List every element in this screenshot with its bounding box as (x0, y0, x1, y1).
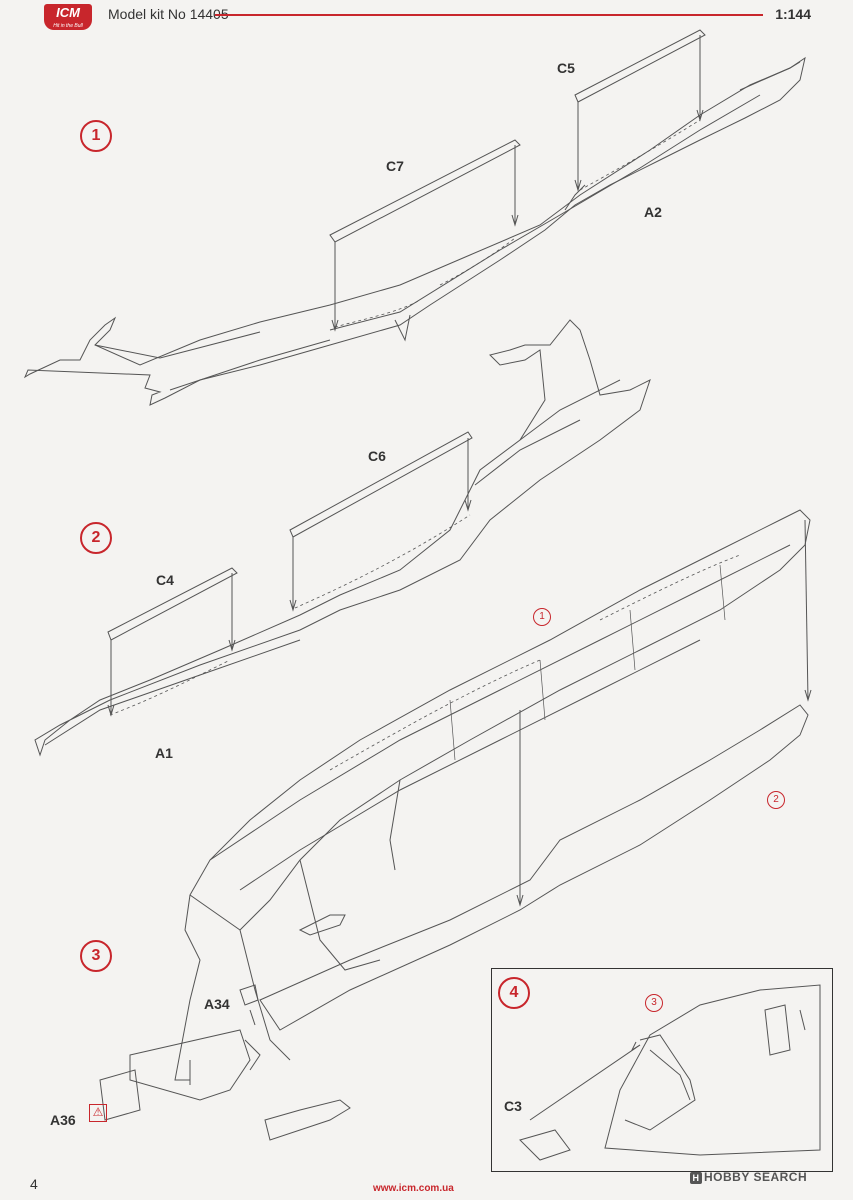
window-row-a1 (109, 514, 471, 716)
part-label-c6: C6 (368, 448, 386, 464)
part-label-c3: C3 (504, 1098, 522, 1114)
part-label-c4: C4 (156, 572, 174, 588)
window-insert-c4 (107, 567, 238, 717)
logo-text: ICM (56, 5, 80, 20)
sub-ref-3: 3 (645, 994, 663, 1012)
part-label-a34: A34 (204, 996, 230, 1012)
fuselage-half-a1 (34, 319, 651, 757)
part-label-a1: A1 (155, 745, 173, 761)
step-4-marker: 4 (498, 977, 530, 1009)
window-row-step3 (329, 554, 741, 771)
page-header: ICM Hit in the Bull Model kit No 14405 1… (0, 0, 853, 40)
sub-ref-1: 1 (533, 608, 551, 626)
glue-warning-icon: ⚠ (89, 1104, 107, 1122)
step-4-inset: 4 (491, 968, 833, 1172)
part-a34-drawing (239, 984, 259, 1026)
logo-tagline: Hit in the Bull (53, 23, 83, 29)
step-3-marker: 3 (80, 940, 112, 972)
window-row-a2 (334, 119, 701, 328)
footer-url: www.icm.com.ua (373, 1183, 454, 1194)
lower-half-step3 (259, 519, 812, 1031)
cockpit-detail (519, 984, 821, 1161)
sub-ref-2: 2 (767, 791, 785, 809)
icm-logo: ICM Hit in the Bull (44, 4, 92, 30)
assembled-fuselage (174, 509, 811, 1081)
kit-title: Model kit No 14405 (108, 6, 229, 22)
step-2-marker: 2 (80, 522, 112, 554)
tail-section (99, 1029, 351, 1141)
watermark-text: HOBBY SEARCH (704, 1170, 808, 1184)
step-1-marker: 1 (80, 120, 112, 152)
header-rule (215, 14, 763, 16)
part-label-c7: C7 (386, 158, 404, 174)
part-label-a2: A2 (644, 204, 662, 220)
hobby-search-icon: H (690, 1172, 702, 1184)
window-insert-c5 (574, 29, 706, 192)
window-insert-c7 (329, 139, 521, 332)
page-number: 4 (30, 1176, 38, 1192)
window-insert-c6 (289, 431, 473, 612)
engine-nacelle (298, 914, 346, 936)
part-label-c5: C5 (557, 60, 575, 76)
part-label-a36: A36 (50, 1112, 76, 1128)
section-lines (449, 564, 726, 761)
scale-label: 1:144 (775, 6, 811, 22)
fuselage-half-a2 (23, 56, 806, 406)
